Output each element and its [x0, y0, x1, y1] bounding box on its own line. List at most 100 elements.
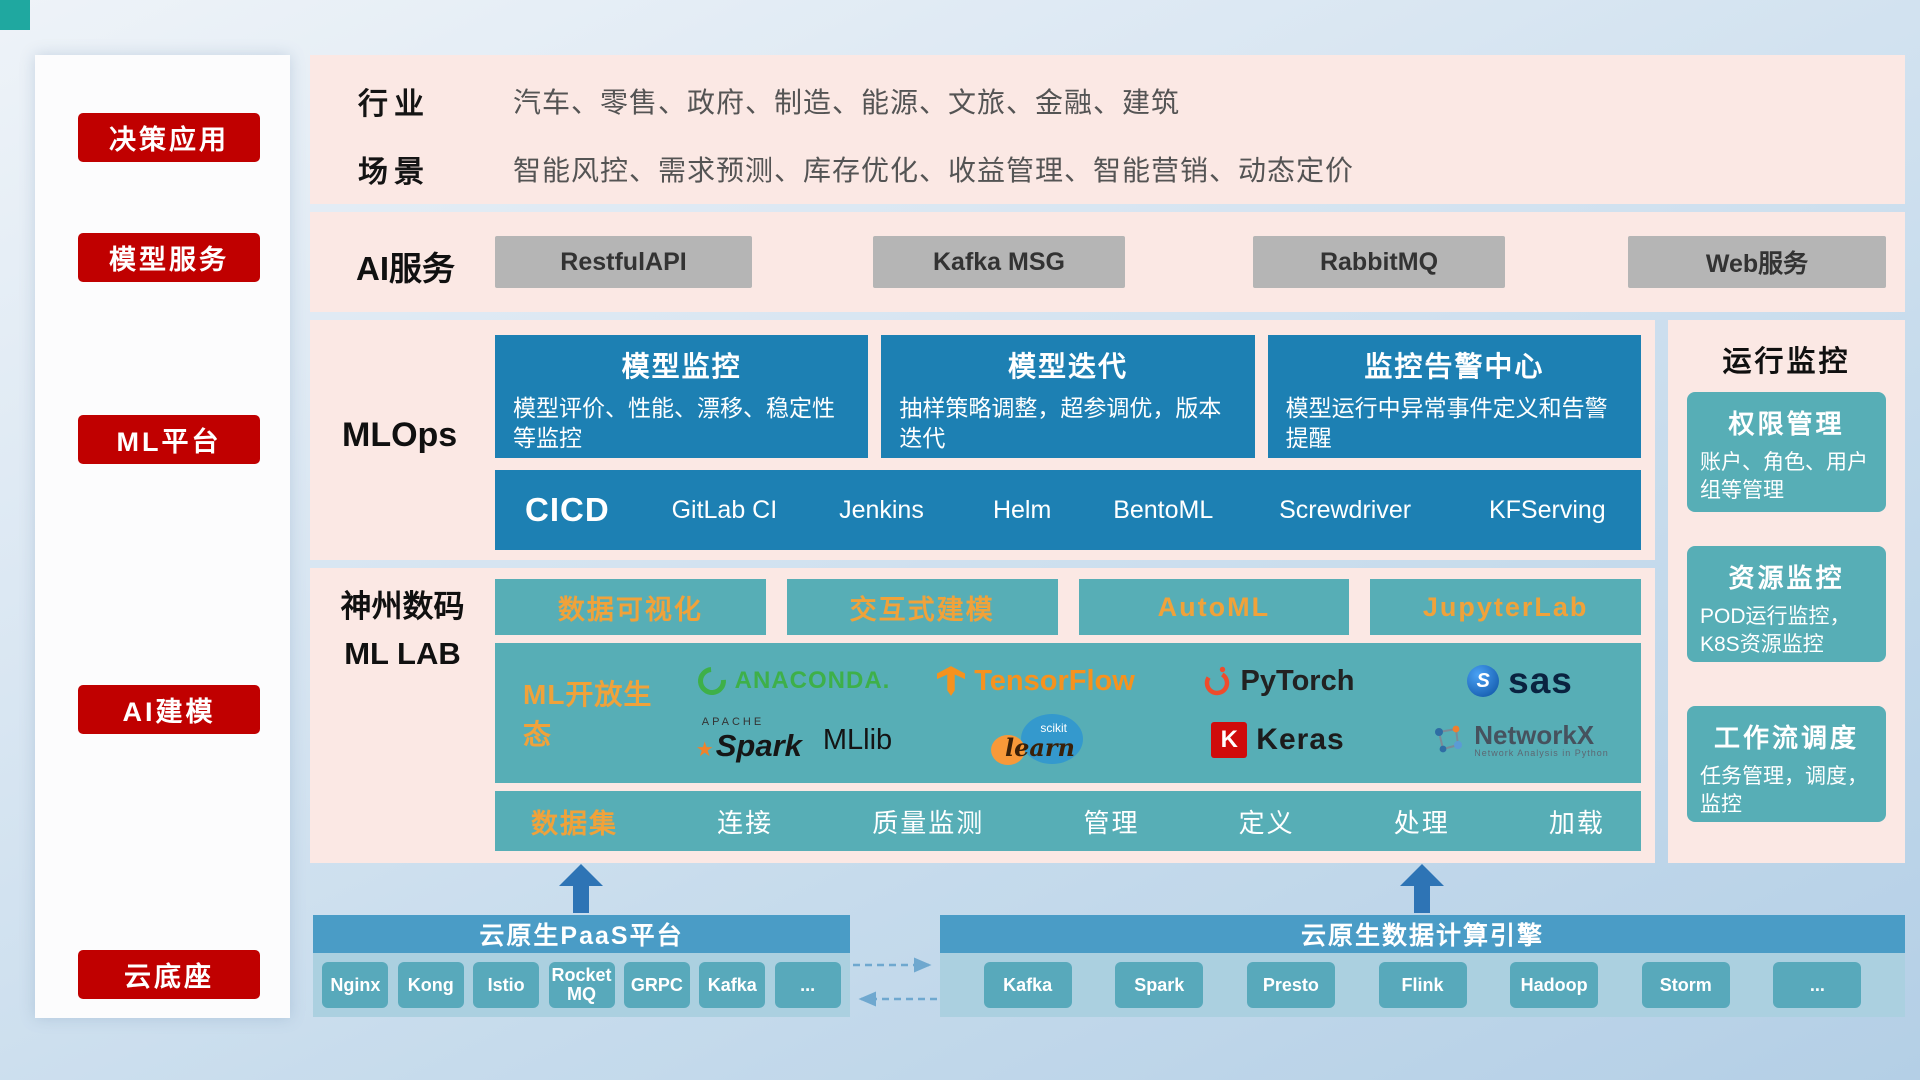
- sidebar-item-ai-modeling[interactable]: AI建模: [78, 685, 260, 734]
- alert-center-desc: 模型运行中异常事件定义和告警提醒: [1285, 395, 1608, 452]
- engine-item-storm[interactable]: Storm: [1641, 962, 1730, 1008]
- networkx-wordmark: NetworkX: [1474, 719, 1595, 750]
- pytorch-logo: PyTorch: [1157, 665, 1399, 698]
- spark-wordmark: APACHE ★ Spark: [696, 716, 802, 764]
- paas-item-rocketmq[interactable]: RocketMQ: [548, 962, 615, 1008]
- cicd-item-helm: Helm: [992, 496, 1052, 524]
- industry-scene-panel: 行业 汽车、零售、政府、制造、能源、文旅、金融、建筑 场景 智能风控、需求预测、…: [310, 55, 1905, 204]
- dataset-item-quality: 质量监测: [872, 807, 985, 838]
- engine-buttons-panel: Kafka Spark Presto Flink Hadoop Storm ..…: [940, 953, 1905, 1017]
- engine-item-spark[interactable]: Spark: [1115, 962, 1204, 1008]
- engine-item-more[interactable]: ...: [1773, 962, 1862, 1008]
- cicd-item-screwdriver: Screwdriver: [1279, 496, 1412, 524]
- tool-automl[interactable]: AutoML: [1078, 579, 1350, 635]
- spark-mllib-logo: APACHE ★ Spark MLlib: [673, 716, 915, 764]
- dataset-item-manage: 管理: [1083, 807, 1140, 838]
- mllab-panel: 神州数码 ML LAB 数据可视化 交互式建模 AutoML JupyterLa…: [310, 568, 1655, 863]
- learn-text: learn: [1004, 733, 1075, 762]
- spark-apache-text: APACHE: [701, 716, 765, 728]
- dataset-item-load: 加载: [1548, 807, 1605, 838]
- engine-header: 云原生数据计算引擎: [940, 915, 1905, 953]
- workflow-schedule-title: 工作流调度: [1713, 723, 1859, 753]
- permission-title: 权限管理: [1728, 409, 1845, 439]
- keras-icon: K: [1211, 722, 1248, 758]
- mllab-label-line1: 神州数码: [340, 589, 465, 624]
- sas-logo: S sas: [1399, 660, 1641, 702]
- sidebar-item-decision-app[interactable]: 决策应用: [78, 113, 260, 162]
- paas-buttons-panel: Nginx Kong Istio RocketMQ GRPC Kafka ...: [313, 953, 850, 1017]
- keras-wordmark: Keras: [1256, 723, 1345, 756]
- scene-label: 场景: [358, 156, 430, 189]
- keras-logo: K Keras: [1157, 722, 1399, 758]
- tensorflow-wordmark: TensorFlow: [974, 664, 1135, 697]
- sidebar-item-ml-platform[interactable]: ML平台: [78, 415, 260, 464]
- mllab-label-line2: ML LAB: [344, 635, 461, 671]
- paas-item-istio[interactable]: Istio: [473, 962, 540, 1008]
- mlops-label: MLOps: [342, 416, 458, 454]
- pytorch-wordmark: PyTorch: [1240, 664, 1355, 697]
- engine-up-arrow: [1400, 864, 1444, 914]
- engine-item-kafka[interactable]: Kafka: [983, 962, 1072, 1008]
- ai-service-label: AI服务: [356, 250, 455, 287]
- tensorflow-logo: TensorFlow: [915, 665, 1157, 698]
- scikit-learn-logo: scikit learn: [915, 714, 1157, 766]
- service-web-button[interactable]: Web服务: [1628, 236, 1886, 288]
- cicd-label: CICD: [525, 491, 610, 528]
- networkx-icon: [1435, 725, 1463, 753]
- model-monitor-title: 模型监控: [621, 351, 742, 382]
- service-kafka-msg-button[interactable]: Kafka MSG: [873, 236, 1125, 288]
- sidebar-item-model-service[interactable]: 模型服务: [78, 233, 260, 282]
- corner-decoration: [0, 0, 30, 30]
- industry-label: 行业: [358, 88, 430, 121]
- paas-item-kong[interactable]: Kong: [397, 962, 464, 1008]
- model-iteration-card: 模型迭代 抽样策略调整，超参调优，版本迭代: [881, 335, 1255, 458]
- engine-item-flink[interactable]: Flink: [1378, 962, 1467, 1008]
- cicd-bar: CICD GitLab CI Jenkins Helm BentoML Scre…: [495, 470, 1641, 550]
- dataset-item-define: 定义: [1238, 807, 1295, 838]
- resource-monitor-title: 资源监控: [1728, 563, 1845, 593]
- anaconda-wordmark: ANACONDA.: [734, 667, 891, 694]
- alert-center-title: 监控告警中心: [1364, 351, 1545, 382]
- sas-wordmark: sas: [1508, 660, 1573, 701]
- ml-ecosystem-logos: ANACONDA. TensorFlow PyTorch S: [673, 660, 1641, 766]
- scene-values: 智能风控、需求预测、库存优化、收益管理、智能营销、动态定价: [513, 155, 1355, 186]
- tool-interactive-modeling[interactable]: 交互式建模: [786, 579, 1058, 635]
- ml-ecosystem-block: ML开放生态 ANACONDA. TensorFlow: [495, 643, 1641, 783]
- paas-item-kafka[interactable]: Kafka: [699, 962, 766, 1008]
- anaconda-icon: [691, 661, 732, 701]
- run-monitor-title: 运行监控: [1722, 346, 1851, 378]
- spark-icon: ★: [695, 739, 714, 761]
- data-exchange-arrows: [853, 957, 937, 1007]
- resource-monitor-card: 资源监控 POD运行监控，K8S资源监控: [1687, 546, 1886, 662]
- dataset-bar: 数据集 连接 质量监测 管理 定义 处理 加载: [495, 791, 1641, 851]
- industry-values: 汽车、零售、政府、制造、能源、文旅、金融、建筑: [513, 87, 1181, 118]
- dataset-item-connect: 连接: [717, 807, 774, 838]
- mllab-label: 神州数码 ML LAB: [310, 584, 495, 677]
- tool-data-visualization[interactable]: 数据可视化: [495, 579, 766, 635]
- resource-monitor-desc: POD运行监控，K8S资源监控: [1700, 605, 1851, 656]
- mllab-tools: 数据可视化 交互式建模 AutoML JupyterLab: [495, 579, 1641, 635]
- paas-item-nginx[interactable]: Nginx: [322, 962, 389, 1008]
- paas-item-grpc[interactable]: GRPC: [623, 962, 690, 1008]
- scikit-text: scikit: [1040, 721, 1067, 735]
- ai-service-panel: AI服务 RestfulAPI Kafka MSG RabbitMQ Web服务: [310, 212, 1905, 312]
- engine-item-hadoop[interactable]: Hadoop: [1510, 962, 1599, 1008]
- networkx-subtitle: Network Analysis in Python: [1474, 748, 1609, 759]
- cicd-item-bentoml: BentoML: [1113, 496, 1214, 524]
- spark-text: Spark: [715, 728, 802, 763]
- mllib-text: MLlib: [822, 723, 893, 756]
- networkx-logo: NetworkX Network Analysis in Python: [1399, 721, 1641, 759]
- scene-row: 场景 智能风控、需求预测、库存优化、收益管理、智能营销、动态定价: [358, 147, 1905, 191]
- sidebar-item-cloud-base[interactable]: 云底座: [78, 950, 260, 999]
- model-iteration-title: 模型迭代: [1007, 351, 1128, 382]
- sidebar: 决策应用 模型服务 ML平台 AI建模 云底座: [35, 55, 290, 1018]
- tool-jupyterlab[interactable]: JupyterLab: [1370, 579, 1641, 635]
- engine-item-presto[interactable]: Presto: [1246, 962, 1335, 1008]
- service-rabbitmq-button[interactable]: RabbitMQ: [1253, 236, 1505, 288]
- service-restfulapi-button[interactable]: RestfulAPI: [495, 236, 752, 288]
- paas-item-more[interactable]: ...: [774, 962, 841, 1008]
- mlops-panel: MLOps 模型监控 模型评价、性能、漂移、稳定性等监控 模型迭代 抽样策略调整…: [310, 320, 1655, 560]
- cicd-item-jenkins: Jenkins: [839, 496, 924, 524]
- ml-ecosystem-label: ML开放生态: [523, 679, 653, 750]
